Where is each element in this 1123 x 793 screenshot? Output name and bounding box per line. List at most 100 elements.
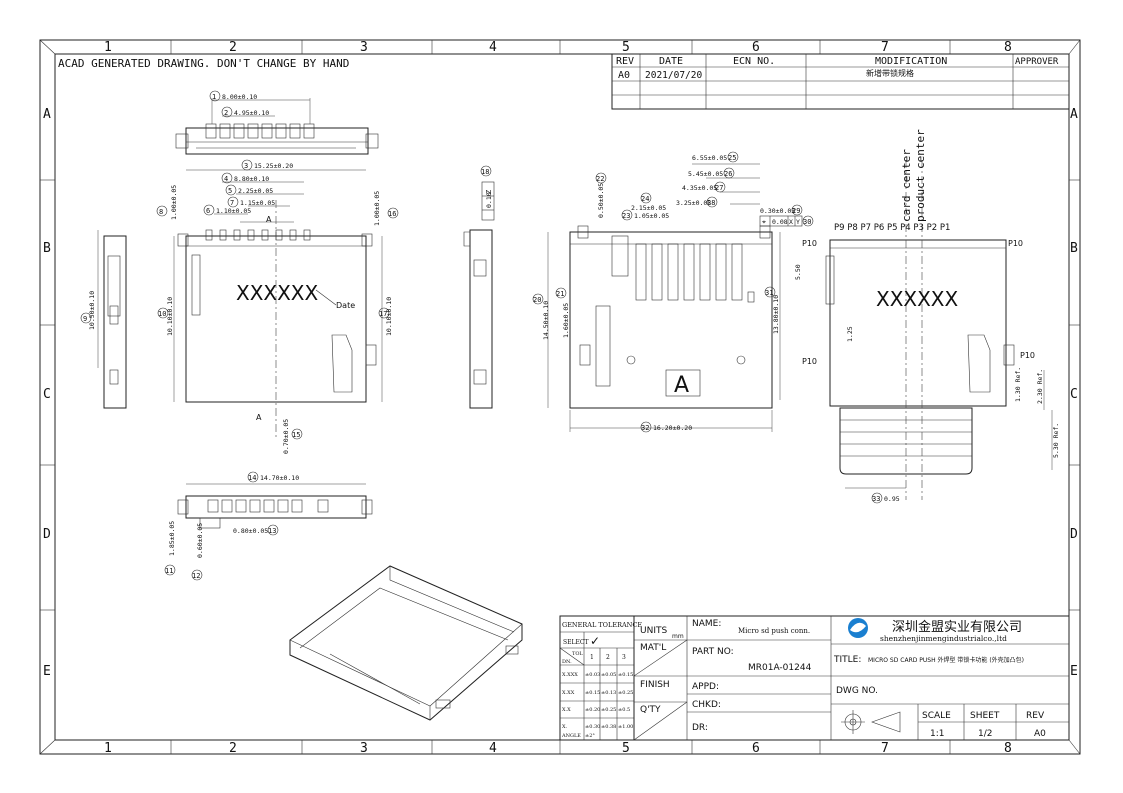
balloon-14: 14 [248,474,256,482]
dim-22: 0.50±0.05 [597,183,605,218]
rev-label: REV [1026,711,1045,721]
tol-row-3-v1: ±0.20 [585,707,600,713]
zone-row-d-right: D [1070,527,1078,542]
balloon-32: 32 [641,424,649,432]
product-center-label: product center [914,129,927,222]
dim-1-30-ref: 1.30 Ref. [1014,367,1022,402]
title-block: UNITS mm MAT'L FINISH Q'TY NAME: Micro s… [633,615,1070,741]
tol-row-2-v1: ±0.15 [585,690,600,696]
dim-12: 0.60±0.05 [196,523,204,558]
dim-31: 13.80±0.10 [772,295,780,334]
p10-label-left-top: P10 [802,239,817,248]
tol-row-1-v1: ±0.03 [585,672,600,678]
zone-col-3-bottom: 3 [360,741,368,756]
dim-33: 0.95 [884,495,900,503]
part-label: PART NO: [692,647,734,657]
balloon-6: 6 [206,207,210,215]
revision-table: REV DATE ECN NO. MODIFICATION APPROVER A… [611,53,1070,110]
balloon-13: 13 [268,527,276,535]
tol-row-4-v1: ±0.30 [585,724,600,730]
zone-col-7-bottom: 7 [881,741,889,756]
tolerance-tol: TOL [572,651,583,657]
dr-label: DR: [692,723,708,733]
section-a-top: A [266,215,272,224]
balloon-30: 30 [803,218,811,226]
tol-row-5-key: ANGLE [561,733,581,739]
pin-view [825,160,1053,500]
section-a-bottom: A [256,413,262,422]
balloon-7: 7 [230,199,234,207]
balloons [80,90,883,581]
rev-header-ecn: ECN NO. [733,56,775,67]
balloon-5: 5 [228,187,232,195]
name-label: NAME: [692,619,721,629]
p10-label-right-bottom: P10 [1020,351,1035,360]
rev-value: A0 [1034,729,1046,739]
tol-row-3-v2: ±0.25 [601,707,616,713]
units-label: UNITS [640,626,667,636]
zone-col-1-top: 1 [104,40,112,55]
card-insert-shape [839,407,973,475]
tol-row-3-v3: ±0.5 [618,707,630,713]
dim-32: 16.20±0.20 [653,424,692,432]
tolerance-check: ✓ [590,634,600,648]
dim-20: 14.50±0.10 [542,301,550,340]
dim-26: 5.45±0.05 [688,170,723,178]
scale-label: SCALE [922,711,951,721]
front-view [173,169,383,440]
zone-row-d-left: D [43,527,51,542]
zone-col-7-top: 7 [881,40,889,55]
dim-5: 2.25±0.05 [238,187,273,195]
tolerance-dn: DN. [562,659,572,665]
rev-header-date: DATE [659,56,683,67]
balloon-22: 22 [596,175,604,183]
sheet-value: 1/2 [978,729,992,739]
zone-col-6-top: 6 [752,40,760,55]
tol-row-2-v3: ±0.25 [618,690,633,696]
pin-labels: P9 P8 P7 P6 P5 P4 P3 P2 P1 [834,223,950,233]
tolerance-col-3: 3 [622,654,626,661]
units-value: mm [672,633,684,640]
tol-row-1-key: X.XXX [562,672,578,678]
dim-29: 0.30±0.03 [760,207,795,215]
rev-header-modification: MODIFICATION [875,56,947,67]
balloon-9: 9 [83,315,87,323]
tol-row-4-v3: ±1.00 [618,724,633,730]
dwg-label: DWG NO. [836,686,878,696]
dim-13: 0.80±0.05 [233,527,268,535]
tol-row-3-key: X.X [562,707,571,713]
bottom-side-view [177,483,373,529]
tolerance-col-1: 1 [590,654,594,661]
dim-11: 1.85±0.05 [168,521,176,556]
balloon-23: 23 [622,212,630,220]
rev-header-approver: APPROVER [1015,57,1059,67]
tol-row-1-v3: ±0.15 [618,672,633,678]
view-a-marker: A [674,373,689,398]
fcf-position-datum-y: Y [796,218,800,226]
balloon-15: 15 [292,431,300,439]
p10-label-left-bottom: P10 [802,357,817,366]
dim-6: 1.10±0.05 [216,207,251,215]
matl-label: MAT'L [640,643,666,653]
tol-row-2-v2: ±0.13 [601,690,616,696]
balloon-28: 28 [707,199,715,207]
balloon-2: 2 [224,109,228,117]
header-note: ACAD GENERATED DRAWING. DON'T CHANGE BY … [58,57,349,70]
zone-col-6-bottom: 6 [752,741,760,756]
fcf-position-tol: 0.08 [772,218,788,226]
balloon-26: 26 [724,170,732,178]
balloon-33: 33 [872,495,880,503]
balloon-11: 11 [165,567,173,575]
zone-col-4-bottom: 4 [489,741,497,756]
tolerance-table: GENERAL TOLERANCE SELECT ✓ TOL DN. 1 2 3… [559,615,642,741]
balloon-8: 8 [159,208,163,216]
scale-value: 1:1 [930,729,944,739]
dim-17: 10.10±0.10 [385,297,393,336]
tol-row-1-v2: ±0.05 [601,672,616,678]
dim-23: 1.05±0.05 [634,212,669,220]
company-logo-icon [848,618,868,638]
zone-row-b-left: B [43,241,51,256]
dim-16: 1.00±0.05 [373,191,381,226]
company-name-en: shenzhenjinmengindustrialco.,ltd [880,634,1007,643]
fcf-flatness-tol: 0.10 [485,192,493,208]
